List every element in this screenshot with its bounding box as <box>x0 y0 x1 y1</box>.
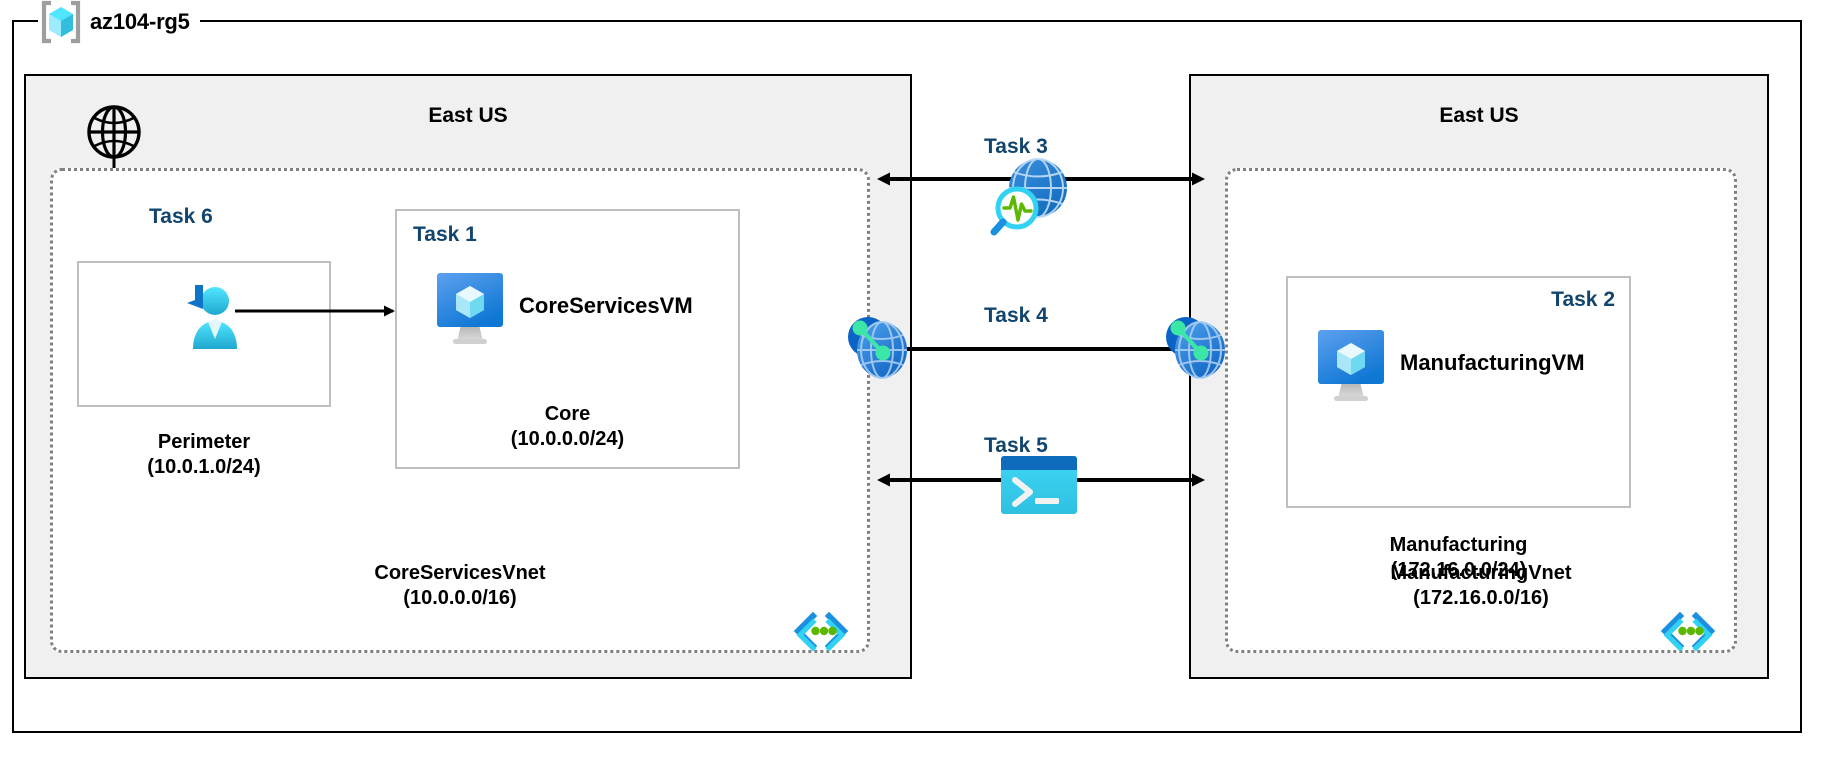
vm-name-manufacturingvm: ManufacturingVM <box>1400 350 1585 375</box>
network-watcher-globe-icon <box>990 150 1076 236</box>
virtual-machine-icon <box>431 269 509 347</box>
resource-group-container: az104-rg5 East US <box>12 0 1802 733</box>
task-label-task1: Task 1 <box>413 223 477 246</box>
task-label-task2: Task 2 <box>1551 288 1615 311</box>
task4-peering-arrow <box>877 342 1205 356</box>
subnet-manufacturing-label: Manufacturing (172.16.0.0/24) <box>1288 533 1629 584</box>
subnet-perimeter-cidr: (10.0.1.0/24) <box>147 456 261 479</box>
vnet-peering-icon <box>842 309 916 383</box>
subnet-code-brackets-icon <box>793 608 849 654</box>
region-east-us-left: East US <box>24 74 912 679</box>
cloud-shell-terminal-icon <box>999 454 1079 516</box>
vnet-coreservicesvnet-label: CoreServicesVnet (10.0.0.0/16) <box>53 561 867 612</box>
vnet-coreservicesvnet-name: CoreServicesVnet <box>374 561 546 584</box>
subnet-perimeter-label: Perimeter (10.0.1.0/24) <box>79 430 329 481</box>
region-label-right: East US <box>1439 104 1519 127</box>
vm-name-coreservicesvm: CoreServicesVM <box>519 293 693 318</box>
vnet-manufacturingvnet-cidr: (172.16.0.0/16) <box>1413 587 1549 610</box>
region-label-left: East US <box>428 104 508 127</box>
subnet-perimeter-name: Perimeter <box>157 430 251 453</box>
vnet-coreservicesvnet-cidr: (10.0.0.0/16) <box>403 587 517 610</box>
internet-globe-icon <box>86 104 142 160</box>
vnet-manufacturingvnet-name: ManufacturingVnet <box>1390 561 1572 584</box>
subnet-manufacturing-cidr: (172.16.0.0/24) <box>1390 559 1527 582</box>
task-label-task5: Task 5 <box>984 434 1048 457</box>
vnet-manufacturingvnet: Task 2 <box>1225 168 1737 653</box>
azure-resource-group-cube-icon <box>38 0 84 45</box>
subnet-core-cidr: (10.0.0.0/24) <box>510 428 625 451</box>
vnet-manufacturingvnet-label: ManufacturingVnet (172.16.0.0/16) <box>1228 561 1734 612</box>
resource-group-name: az104-rg5 <box>90 9 190 34</box>
region-east-us-right: East US Task 2 <box>1189 74 1769 679</box>
subnet-manufacturing: Task 2 <box>1286 276 1631 581</box>
subnet-manufacturing-name: Manufacturing <box>1389 533 1528 556</box>
task-label-task4: Task 4 <box>984 304 1048 327</box>
subnet-core: Task 1 <box>395 209 740 469</box>
subnet-perimeter: Perimeter (10.0.1.0/24) <box>77 261 331 478</box>
resource-group-header: az104-rg5 <box>38 0 200 44</box>
subnet-core-name: Core <box>544 402 591 425</box>
user-with-arrow-icon <box>167 279 247 359</box>
subnet-core-label: Core (10.0.0.0/24) <box>397 402 738 453</box>
vnet-peering-icon <box>1160 309 1234 383</box>
virtual-machine-icon <box>1312 326 1390 404</box>
perimeter-to-core-arrow <box>235 305 395 317</box>
subnet-code-brackets-icon <box>1660 608 1716 654</box>
task-label-task3: Task 3 <box>984 135 1048 158</box>
task-label-task6: Task 6 <box>149 205 213 228</box>
vnet-coreservicesvnet: Task 6 <box>50 168 870 653</box>
